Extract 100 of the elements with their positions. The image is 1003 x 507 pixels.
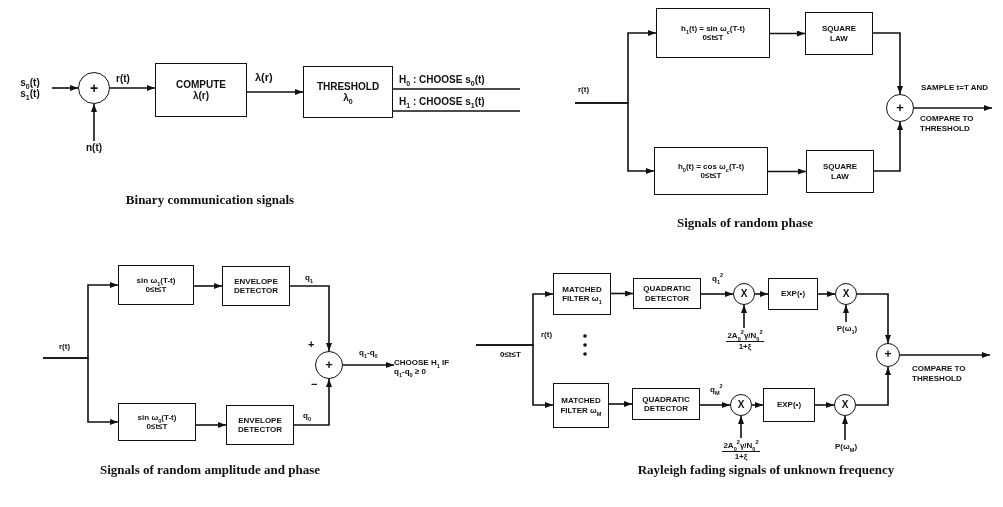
multiplier-junction [730,394,752,416]
signal-arrow [873,121,903,172]
signal-arrow [293,378,332,426]
signal-arrow [42,357,119,425]
block-label: SQUARE LAW [820,24,858,43]
signal-arrow [246,89,304,95]
block-label: THRESHOLD λ$_{0}$ [315,80,381,104]
block-label: QUADRATIC DETECTOR [642,284,692,303]
signal-arrow [855,366,891,406]
edge-label: q$_{0}$ [302,412,312,421]
signal-arrow [872,32,903,95]
annotation-text: 0≤t≤T [500,350,522,360]
edge-label: r(t) [540,331,554,340]
operator-sign: X [841,399,849,411]
block-label: QUADRATIC DETECTOR [641,394,691,414]
signal-arrow [913,105,993,111]
figure-caption: Binary communication signals [125,192,295,208]
operator-sign: X [740,288,748,300]
signal-arrow [610,290,634,297]
signal-label: s$_{1}$(t) [20,88,40,100]
polarity-sign: − [311,378,318,391]
process-block [226,405,294,445]
signal-arrow [51,85,79,91]
signal-arrow [193,283,223,289]
process-block [654,147,768,195]
signal-arrow [842,415,848,441]
signal-arrow [751,402,764,408]
process-block [768,278,818,310]
signal-arrow [769,30,806,37]
edge-label: λ(r) [254,71,274,84]
block-label: MATCHED FILTER ω$_{1}$ [561,284,603,304]
signal-arrow [738,415,744,439]
signal-arrow [475,344,554,408]
signal-label: P(ω$_{M}$) [826,440,866,454]
block-label: MATCHED FILTER ω$_{M}$ [559,396,603,415]
polarity-sign: + [308,338,315,351]
process-block [553,273,611,315]
process-block [303,66,393,118]
operator-sign: + [325,357,333,373]
signal-line [392,88,521,90]
signal-arrow [899,352,991,358]
edge-label: r(t) [115,73,131,84]
multiplier-junction [733,283,755,305]
summing-junction [876,343,900,367]
process-block [118,403,196,441]
annotation-text: COMPARE TO THRESHOLD [920,114,975,134]
block-label: sin ω$_{1}$(T-t) 0≤t≤T [135,275,177,295]
block-label: h$_{1}$(t) = sin ω$_{c}$(T-t) 0≤t≤T [680,23,746,43]
process-block [805,12,873,55]
process-block [553,383,609,428]
signal-arrow [91,103,97,142]
annotation-text: COMPARE TO THRESHOLD [912,364,967,384]
operator-sign: + [89,79,99,97]
summing-junction [886,94,914,122]
signal-label: P(ω$_{1}$) [828,322,866,336]
signal-line [392,110,521,112]
signal-arrow [195,422,227,428]
signal-arrow [754,291,769,297]
block-label: ENVELOPE DETECTOR [233,276,279,296]
edge-label: SAMPLE t=T AND [920,84,990,93]
operator-sign: + [896,100,904,116]
process-block [118,265,194,305]
process-block [222,266,290,306]
figure-caption: Rayleigh fading signals of unknown frequency [637,462,895,478]
signal-label: s$_{0}$(t) [20,76,40,88]
signal-arrow [342,362,395,368]
decision-rule-text: CHOOSE H$_{1}$ IF q$_{1}$-q$_{0}$ ≥ 0 [394,356,456,378]
block-label: sin ω$_{0}$(T-t) 0≤t≤T [136,412,178,432]
figure-caption: Signals of random amplitude and phase [100,462,320,478]
edge-label: r(t) [577,86,591,95]
signal-arrow [856,293,891,344]
edge-label: H$_{0}$ : CHOOSE s$_{0}$(t) [398,74,486,85]
figure-caption: Signals of random phase [676,215,814,231]
process-block [633,278,701,309]
signal-arrow [767,168,807,175]
process-block [632,388,700,420]
summing-junction [315,351,343,379]
signal-arrow [843,304,849,323]
process-block [155,63,247,117]
signal-arrow [574,102,655,174]
multiplier-junction [835,283,857,305]
operator-sign: X [842,288,850,300]
block-label: SQUARE LAW [821,162,859,181]
signal-arrow [741,304,747,329]
block-label: EXP(•) [776,400,802,410]
signal-arrow [289,285,332,352]
process-block [806,150,874,193]
block-label: h$_{0}$(t) = cos ω$_{c}$(T-t) 0≤t≤T [676,161,746,181]
block-label: EXP(•) [780,289,806,299]
operator-sign: + [884,348,892,362]
edge-label: r(t) [58,343,72,352]
block-label: ENVELOPE DETECTOR [237,415,283,435]
edge-label: H$_{1}$ : CHOOSE s$_{1}$(t) [398,96,486,107]
signal-arrow [700,291,734,297]
signal-label: n(t) [81,141,107,155]
signal-arrow [814,402,835,408]
operator-sign: X [737,399,745,411]
fraction-denominator: 1+ξ [734,451,748,461]
summing-junction [78,72,110,104]
signal-arrow [699,402,731,408]
